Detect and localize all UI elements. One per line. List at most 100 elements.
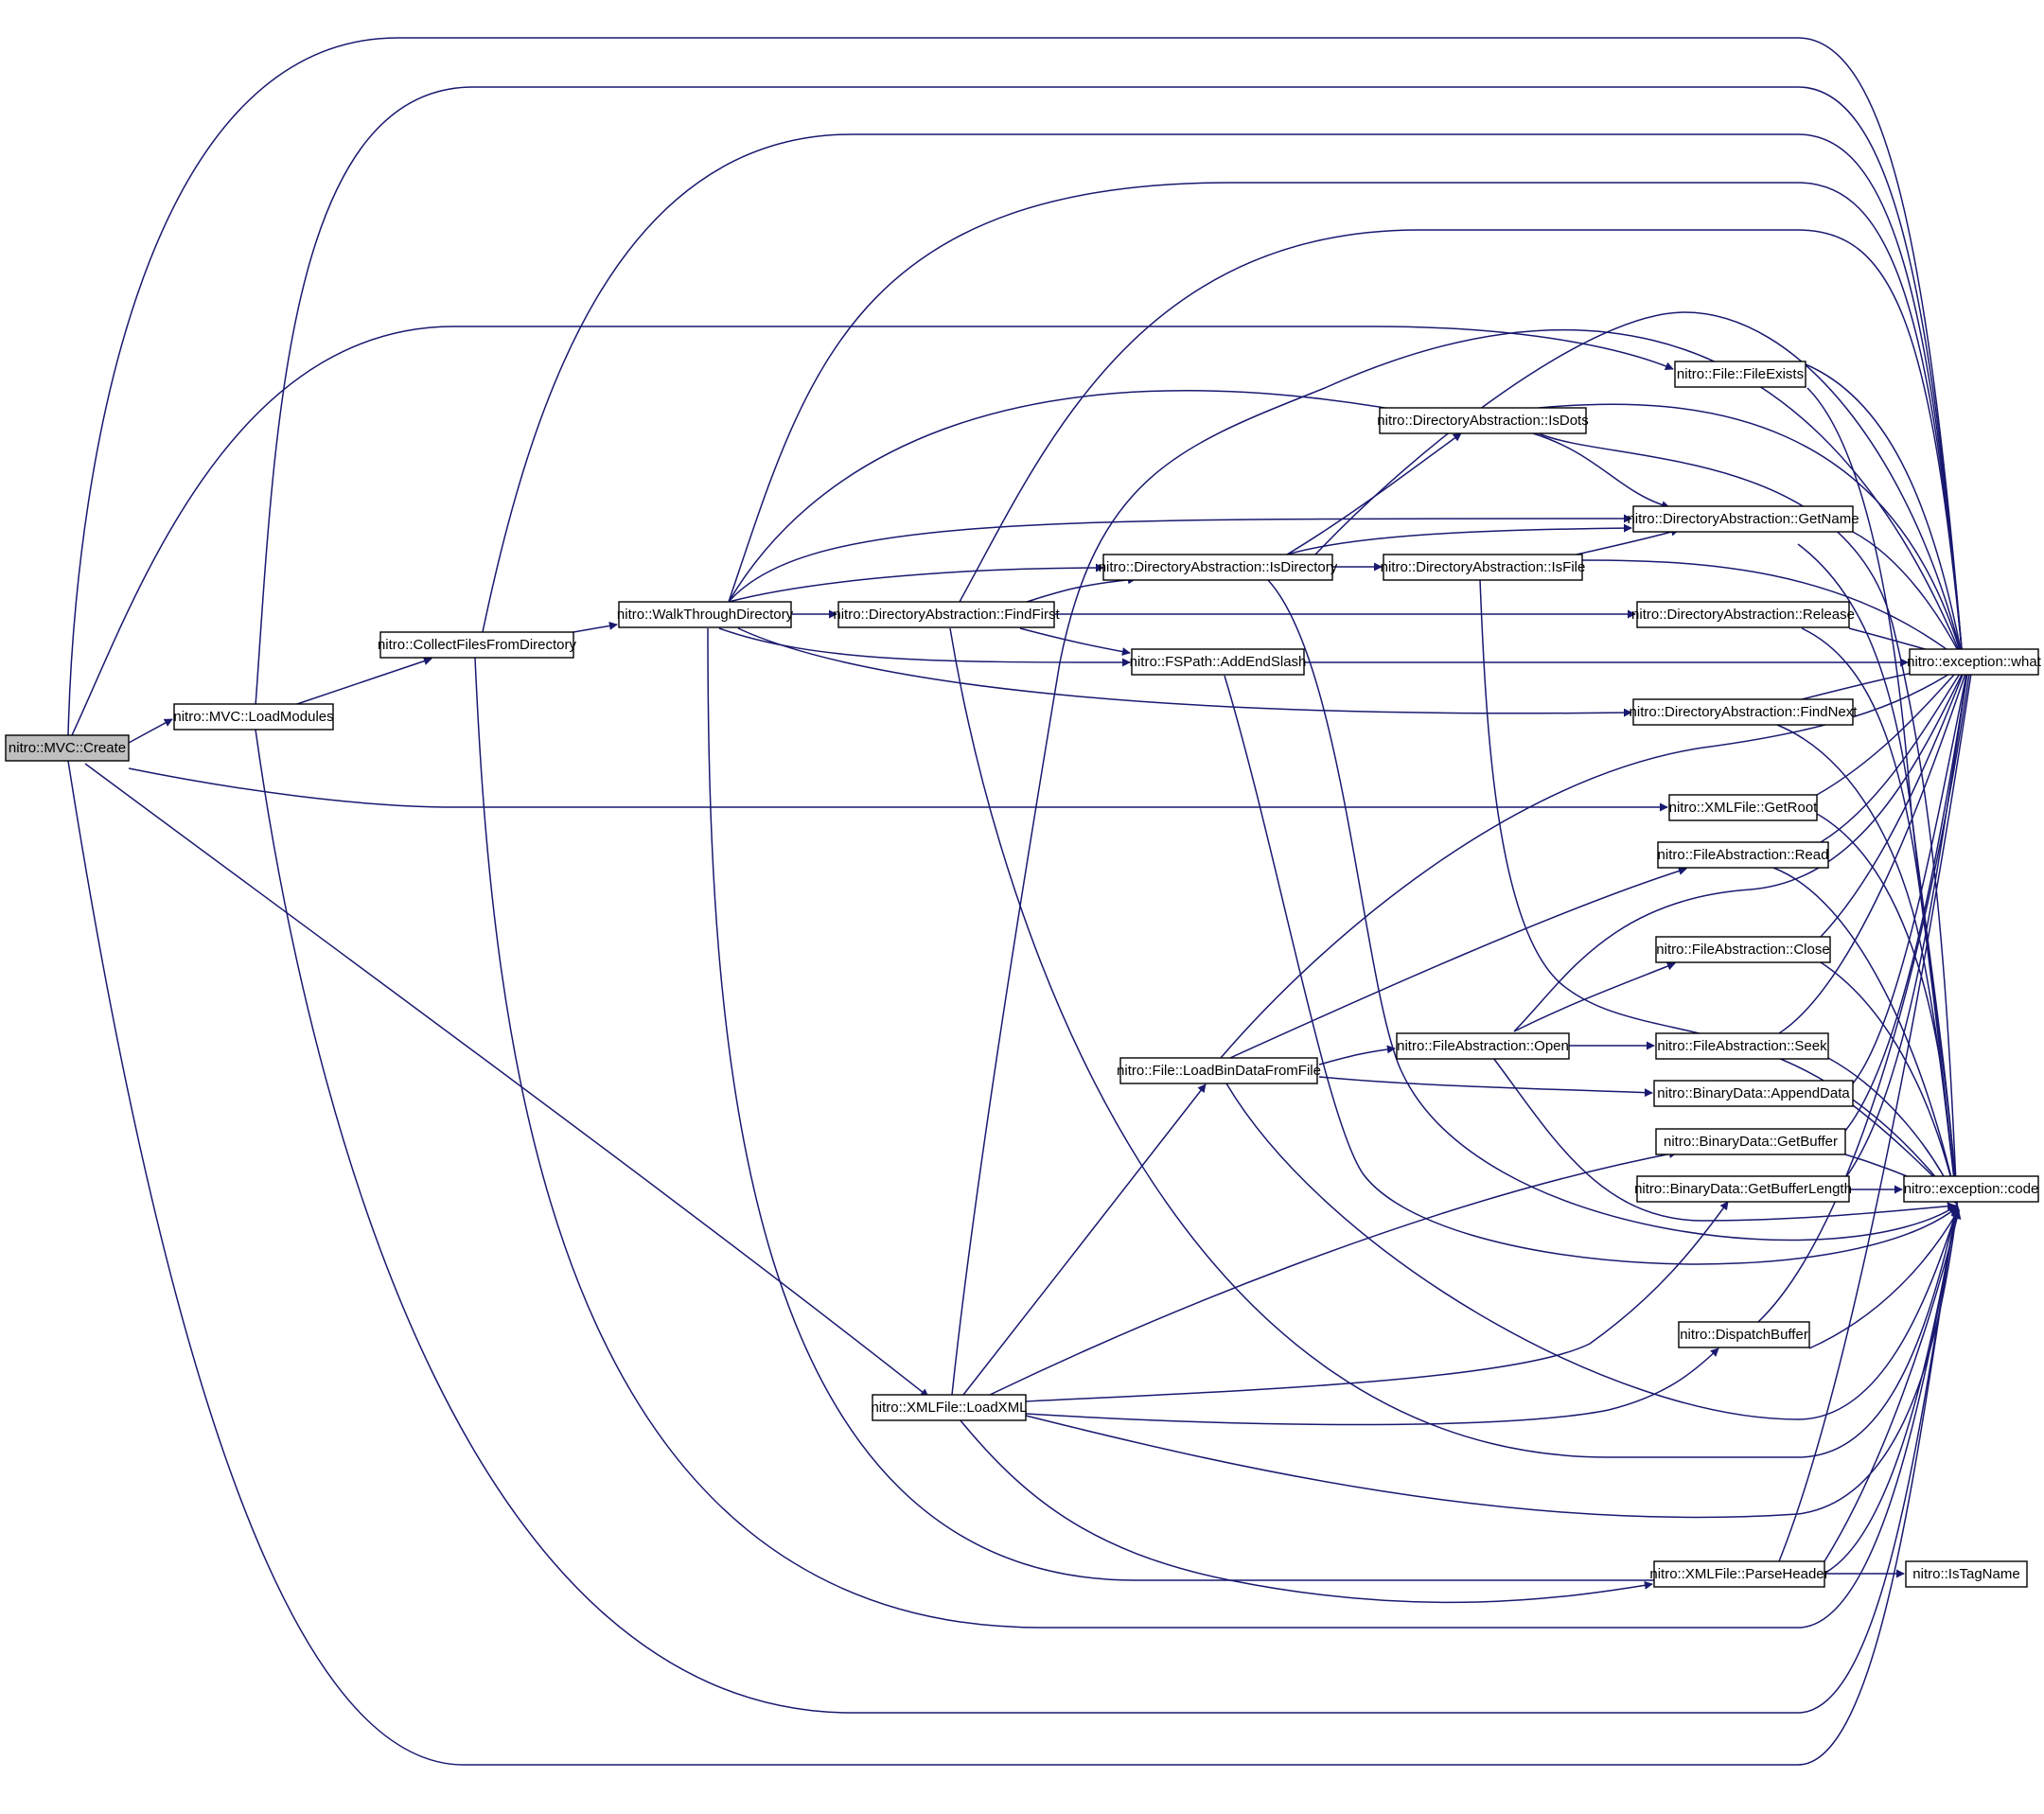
edges-layer — [67, 37, 1976, 1766]
node-findnext[interactable]: nitro::DirectoryAbstraction::FindNext — [1630, 698, 1859, 726]
edge-walk-getname — [728, 514, 1632, 603]
edge-getbuffer-what — [1844, 664, 1972, 1132]
node-open[interactable]: nitro::FileAbstraction::Open — [1396, 1032, 1570, 1060]
node-label: nitro::XMLFile::GetRoot — [1669, 800, 1819, 816]
node-label: nitro::FileAbstraction::Close — [1656, 942, 1829, 958]
node-label: nitro::exception::code — [1904, 1181, 2039, 1197]
edge-open-code — [1492, 1057, 1956, 1222]
edge-walk-isdots — [728, 390, 1434, 603]
edge-fileexists-code — [1806, 387, 1961, 1205]
node-label: nitro::exception::what — [1907, 654, 2042, 670]
node-findfirst[interactable]: nitro::DirectoryAbstraction::FindFirst — [833, 601, 1060, 628]
edge-isfile-getname — [1576, 527, 1680, 555]
node-label: nitro::BinaryData::GetBufferLength — [1634, 1181, 1852, 1197]
edge-create-code — [67, 760, 1961, 1766]
edge-getroot-what — [1816, 662, 1965, 796]
node-seek[interactable]: nitro::FileAbstraction::Seek — [1655, 1032, 1829, 1060]
node-label: nitro::DirectoryAbstraction::FindFirst — [833, 607, 1060, 623]
node-isdirectory[interactable]: nitro::DirectoryAbstraction::IsDirectory — [1099, 554, 1338, 581]
edge-findfirst-code — [949, 627, 1960, 1458]
node-getbufferlength[interactable]: nitro::BinaryData::GetBufferLength — [1634, 1175, 1852, 1203]
edge-findfirst-isdirectory — [1026, 575, 1137, 603]
edge-dispatch-what — [1757, 666, 1974, 1323]
node-getroot[interactable]: nitro::XMLFile::GetRoot — [1668, 794, 1819, 821]
edge-isdots-code — [1538, 432, 1962, 1205]
edge-loadxml-code — [1025, 1208, 1961, 1519]
node-close[interactable]: nitro::FileAbstraction::Close — [1655, 936, 1831, 963]
node-appenddata[interactable]: nitro::BinaryData::AppendData — [1653, 1080, 1854, 1107]
edge-loadxml-dispatch — [1025, 1347, 1719, 1426]
node-exception-what[interactable]: nitro::exception::what — [1907, 648, 2042, 676]
node-mvc-loadmodules[interactable]: nitro::MVC::LoadModules — [173, 703, 334, 731]
edge-open-what — [1513, 664, 1967, 1032]
node-label: nitro::DirectoryAbstraction::IsDots — [1377, 413, 1588, 429]
edge-getname-what — [1852, 531, 1964, 660]
edge-walk-isdirectory — [728, 563, 1104, 603]
edge-loadbin-read — [1229, 867, 1687, 1059]
node-label: nitro::DirectoryAbstraction::IsFile — [1381, 559, 1586, 575]
edge-isfile-what — [1581, 559, 1964, 662]
node-label: nitro::DirectoryAbstraction::FindNext — [1630, 704, 1859, 720]
node-label: nitro::MVC::LoadModules — [173, 709, 333, 725]
node-loadbindatafromfile[interactable]: nitro::File::LoadBinDataFromFile — [1117, 1057, 1321, 1084]
edge-loadxml-what — [951, 328, 1965, 1396]
node-isdots[interactable]: nitro::DirectoryAbstraction::IsDots — [1377, 407, 1589, 434]
node-addendslash[interactable]: nitro::FSPath::AddEndSlash — [1130, 648, 1307, 676]
edge-fileexists-what — [1805, 363, 1965, 660]
edge-loadbin-open — [1318, 1045, 1396, 1066]
node-mvc-create[interactable]: nitro::MVC::Create — [5, 734, 130, 762]
node-getbuffer[interactable]: nitro::BinaryData::GetBuffer — [1655, 1128, 1846, 1155]
node-fileexists[interactable]: nitro::File::FileExists — [1674, 361, 1806, 388]
nodes-layer: nitro::MVC::Create nitro::MVC::LoadModul… — [5, 361, 2042, 1588]
node-dispatchbuffer[interactable]: nitro::DispatchBuffer — [1678, 1321, 1810, 1348]
edge-addendslash-code — [1224, 675, 1958, 1265]
edge-dispatch-code — [1808, 1208, 1960, 1349]
node-label: nitro::DirectoryAbstraction::IsDirectory — [1099, 559, 1338, 575]
edge-findfirst-addendslash — [1019, 627, 1131, 656]
edge-open-close — [1513, 961, 1676, 1032]
edge-close-what — [1820, 664, 1968, 938]
edge-parseheader-code — [1824, 1210, 1962, 1562]
node-release[interactable]: nitro::DirectoryAbstraction::Release — [1631, 601, 1855, 628]
node-read[interactable]: nitro::FileAbstraction::Read — [1657, 841, 1829, 869]
node-parseheader[interactable]: nitro::XMLFile::ParseHeader — [1649, 1560, 1829, 1588]
node-exception-code[interactable]: nitro::exception::code — [1903, 1175, 2039, 1203]
edge-collect-walk — [573, 621, 618, 633]
edge-loadmodules-collect — [291, 657, 432, 707]
node-label: nitro::DispatchBuffer — [1680, 1327, 1808, 1343]
edge-walk-code — [707, 627, 1961, 1581]
node-label: nitro::FileAbstraction::Seek — [1657, 1038, 1827, 1054]
node-label: nitro::DirectoryAbstraction::GetName — [1627, 511, 1859, 527]
edge-isdirectory-code — [1267, 579, 1958, 1242]
edge-isdirectory-getname — [1286, 523, 1632, 555]
edge-loadxml-getbuffer — [989, 1150, 1678, 1396]
edge-loadbin-what — [1220, 664, 1964, 1059]
edge-getbufferlength-what — [1844, 666, 1972, 1179]
edge-parseheader-what — [1778, 666, 1976, 1562]
node-istagname[interactable]: nitro::IsTagName — [1905, 1560, 2028, 1588]
node-loadxml[interactable]: nitro::XMLFile::LoadXML — [871, 1394, 1028, 1421]
edge-loadxml-loadbin — [962, 1083, 1207, 1396]
edge-loadxml-parseheader — [959, 1418, 1653, 1604]
edge-read-what — [1820, 662, 1967, 843]
edge-loadxml-getbufferlength — [1025, 1201, 1729, 1402]
edge-isdots-getname — [1532, 432, 1670, 510]
edge-getroot-code — [1816, 813, 1961, 1205]
node-label: nitro::WalkThroughDirectory — [617, 607, 794, 623]
node-label: nitro::MVC::Create — [9, 740, 126, 756]
node-label: nitro::FileAbstraction::Read — [1658, 847, 1829, 863]
node-label: nitro::CollectFilesFromDirectory — [378, 637, 577, 653]
edge-close-code — [1820, 961, 1960, 1203]
edge-isdirectory-isdots — [1286, 432, 1462, 555]
edge-loadmodules-what — [255, 86, 1966, 707]
edge-create-getroot — [128, 767, 1668, 812]
node-getname[interactable]: nitro::DirectoryAbstraction::GetName — [1627, 505, 1859, 533]
node-label: nitro::XMLFile::LoadXML — [871, 1400, 1027, 1416]
node-walkthroughdirectory[interactable]: nitro::WalkThroughDirectory — [617, 601, 794, 628]
edge-findfirst-what — [959, 229, 1966, 660]
edge-collect-code — [474, 657, 1961, 1629]
node-isfile[interactable]: nitro::DirectoryAbstraction::IsFile — [1381, 554, 1586, 581]
node-collectfilesfromdirectory[interactable]: nitro::CollectFilesFromDirectory — [378, 631, 577, 659]
node-label: nitro::IsTagName — [1912, 1566, 2019, 1582]
